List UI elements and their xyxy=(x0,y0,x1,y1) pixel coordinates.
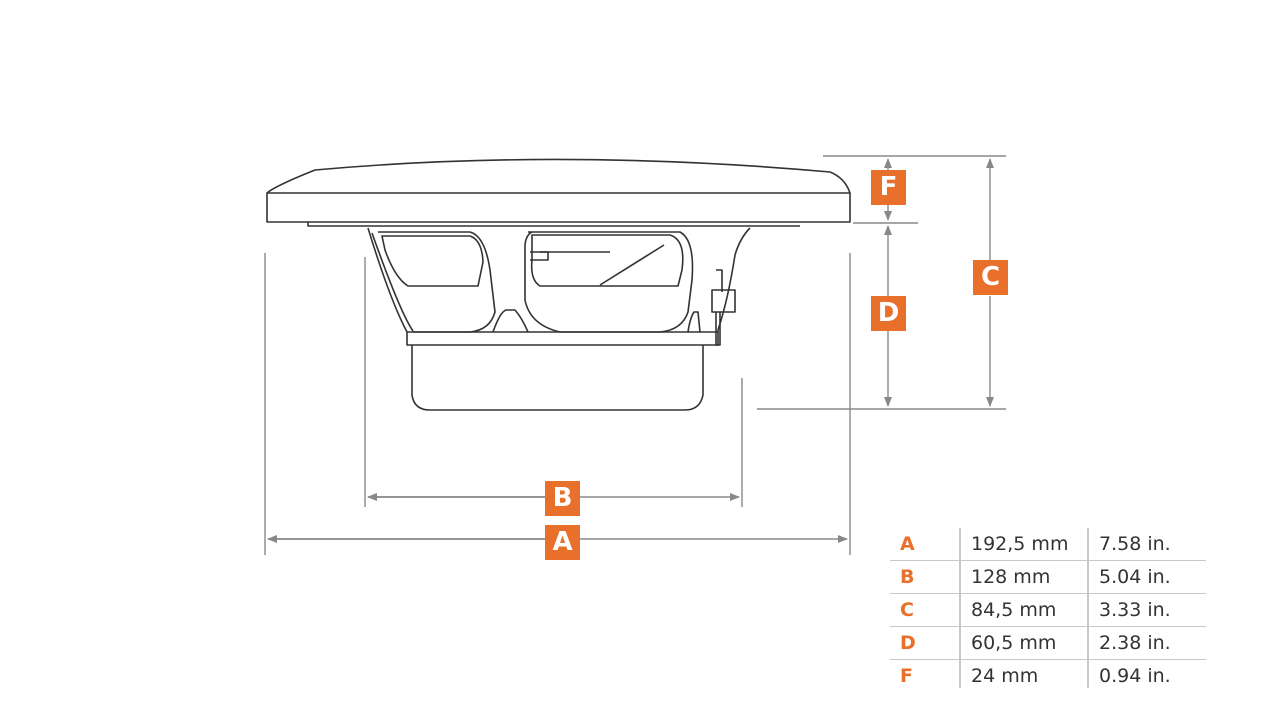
dimension-label-f: F xyxy=(871,170,906,205)
table-divider xyxy=(959,528,961,688)
dimension-key: C xyxy=(900,599,914,621)
dimension-in: 3.33 in. xyxy=(1099,599,1171,621)
dimension-label-c: C xyxy=(973,260,1008,295)
dimension-in: 5.04 in. xyxy=(1099,566,1171,588)
dimension-mm: 128 mm xyxy=(971,566,1051,588)
dimension-key: F xyxy=(900,665,913,687)
dimension-key: B xyxy=(900,566,915,588)
dimension-label-d: D xyxy=(871,296,906,331)
dimension-mm: 84,5 mm xyxy=(971,599,1057,621)
table-divider xyxy=(1087,528,1089,688)
dimension-mm: 192,5 mm xyxy=(971,533,1069,555)
dimension-mm: 24 mm xyxy=(971,665,1039,687)
dimensions-table: A 192,5 mm 7.58 in. B 128 mm 5.04 in. C … xyxy=(890,528,1206,692)
dimension-label-a: A xyxy=(545,525,580,560)
dimension-in: 2.38 in. xyxy=(1099,632,1171,654)
table-row: B 128 mm 5.04 in. xyxy=(890,561,1206,594)
dimension-in: 7.58 in. xyxy=(1099,533,1171,555)
dimension-key: D xyxy=(900,632,916,654)
table-row: F 24 mm 0.94 in. xyxy=(890,660,1206,692)
dimension-mm: 60,5 mm xyxy=(971,632,1057,654)
speaker-outline xyxy=(266,158,851,411)
table-row: A 192,5 mm 7.58 in. xyxy=(890,528,1206,561)
table-row: C 84,5 mm 3.33 in. xyxy=(890,594,1206,627)
dimension-lines xyxy=(264,155,1006,555)
table-row: D 60,5 mm 2.38 in. xyxy=(890,627,1206,660)
dimension-label-b: B xyxy=(545,481,580,516)
dimension-key: A xyxy=(900,533,915,555)
dimension-in: 0.94 in. xyxy=(1099,665,1171,687)
